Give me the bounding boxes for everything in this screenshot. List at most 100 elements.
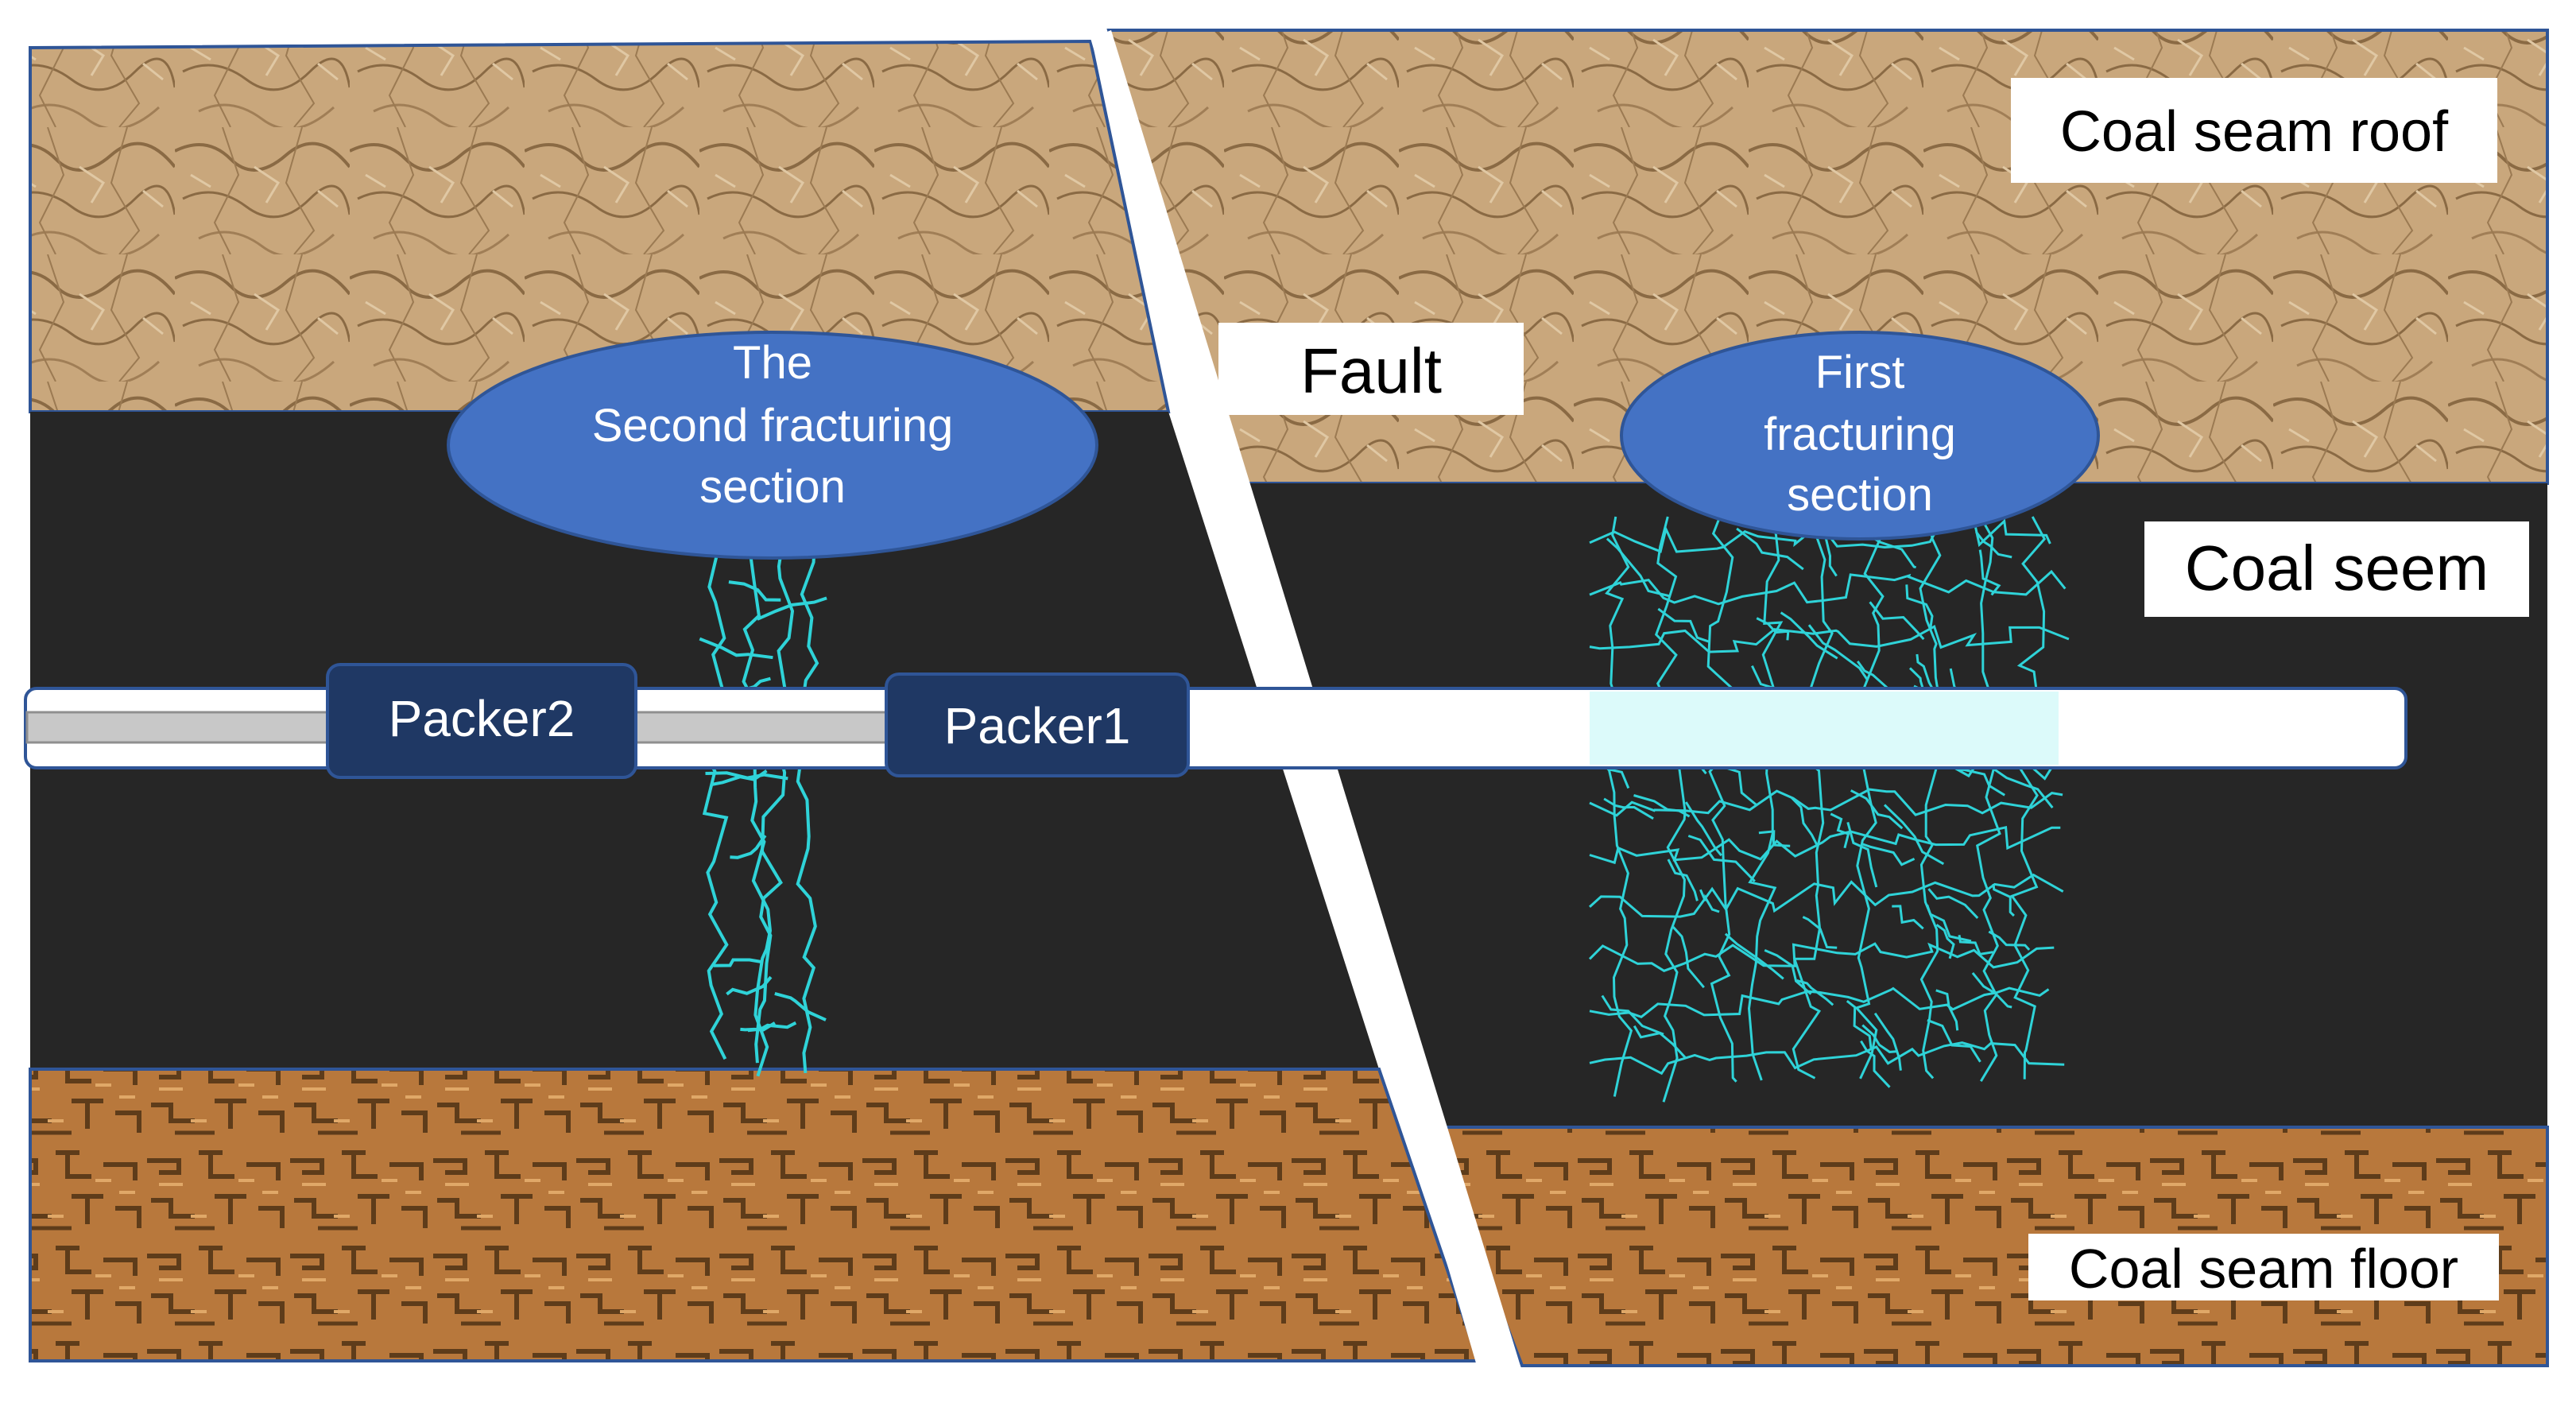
first-section-crack-branch [1780,611,1838,660]
first-section-crack [1588,873,2064,918]
second-section-crack-branch [711,769,768,786]
first-section-crack [1706,516,1738,1083]
first-section-crack-branch [1892,905,1924,930]
floor-label-box [2028,1234,2499,1300]
first-section-crack-branch [1935,989,1959,1031]
second-section-line-2: Second fracturing [592,400,954,452]
coal-seam-label-text: Coal seem [2185,533,2489,603]
first-section-crack-branch [1971,971,2012,1009]
packer1: Packer1 [885,672,1190,777]
floor-label-text: Coal seam floor [2069,1238,2458,1300]
first-section-crack-branch [1869,601,1925,641]
first-section-crack-branch [1916,653,1938,696]
coal-seam-label-box [2144,521,2529,617]
first-section-crack-branch [1883,804,1945,866]
first-section-crack-branch [1862,843,1916,866]
fault-label-text: Fault [1300,335,1442,406]
first-section-crack-branch [1601,994,1664,1036]
second-section-line-3: section [699,461,846,513]
second-section-crack [702,540,729,1060]
packer2-body [326,663,637,779]
first-section-crack [1919,516,1944,1079]
second-section-line-1: The [733,337,812,389]
first-section-crack-branch [1927,1018,1981,1063]
first-section-crack-branch [1687,835,1756,882]
second-section-crack-branch [726,975,773,996]
packer2: Packer2 [326,663,637,779]
first-section-crack [1605,516,1633,1097]
packer2-label: Packer2 [389,690,575,747]
second-section-callout: The Second fracturing section [447,331,1098,560]
packer1-body [885,672,1190,777]
first-section-crack-branch [1905,584,1934,630]
second-section-crack [742,540,773,1077]
first-section-crack-branch [1926,904,1972,943]
first-section-crack-branch [1992,883,2015,917]
first-section-crack [1589,569,2067,606]
first-section-crack-branch [1846,1000,1873,1050]
first-section-crack-branch [1850,789,1904,830]
first-section-crack-branch [1935,924,1955,959]
second-section-crack-branch [730,834,767,859]
first-section-crack-branch [1978,549,2001,596]
first-section-crack-branch [1860,1040,1891,1088]
first-section-crack [1589,825,2061,865]
roof-label-text: Coal seam roof [2060,100,2449,164]
first-section-crack [1747,516,1784,1081]
first-section-crack-branch [1992,767,2054,809]
first-section-crack [1589,788,2063,817]
second-section-crack-branch [774,991,827,1021]
first-section-crack [1588,942,2055,972]
first-section-crack-branch [1790,797,1819,847]
first-section-crack-branch [1988,930,2031,951]
second-section-ellipse [447,331,1098,560]
first-section-crack-branch [1756,617,1790,641]
first-section-crack-branch [1958,768,2005,797]
first-section-crack-branch [1807,624,1869,680]
first-section-crack-branch [1764,949,1812,995]
first-section-crack-branch [1958,935,1993,956]
first-section-crack-branch [1736,527,1804,571]
second-section-crack-branch [713,958,761,967]
first-section-line-3: section [1787,469,1933,521]
second-section-crack [754,540,795,1064]
first-section-crack-branch [1699,889,1720,913]
first-section-fractures [1588,516,2070,1103]
first-section-ellipse [1620,331,2100,541]
first-section-callout: First fracturing section [1620,331,2100,541]
first-section-crack-branch [1724,932,1784,980]
first-section-crack [1589,1041,2065,1076]
first-section-crack-branch [1633,1025,1687,1059]
second-section-crack-branch [747,1021,797,1033]
coal-seam-label: Coal seem [2144,521,2529,617]
first-section-crack-branch [1633,794,1691,818]
first-section-crack [1589,625,2070,653]
first-section-crack-branch [1796,979,1834,1006]
first-section-crack-branch [1927,888,1979,919]
first-section-crack-branch [1975,531,2012,559]
first-section-crack-branch [1873,1012,1902,1071]
second-section-crack-branch [756,596,827,621]
fault-label-box [1218,323,1524,415]
first-section-crack-branch [1758,830,1791,847]
first-section-crack-branch [1657,607,1710,644]
roof-label-box [2011,78,2497,183]
roof-label: Coal seam roof [2011,78,2497,183]
first-section-crack-branch [1861,1024,1896,1053]
fracture-glow-first [1590,692,2059,765]
first-section-crack-branch [1667,859,1699,901]
first-section-crack-branch [1684,801,1722,857]
floor-label: Coal seam floor [2028,1234,2499,1300]
fault-label: Fault [1218,323,1524,415]
first-section-line-1: First [1815,347,1905,398]
first-section-crack-branch [1802,916,1838,949]
first-section-crack [2010,516,2047,1079]
first-section-crack-branch [1606,537,1671,598]
second-section-crack-branch [699,637,773,660]
first-section-crack-branch [1603,797,1654,820]
second-section-crack-branch [728,580,781,602]
first-section-crack [1589,986,2050,1018]
packer1-label: Packer1 [944,697,1131,754]
